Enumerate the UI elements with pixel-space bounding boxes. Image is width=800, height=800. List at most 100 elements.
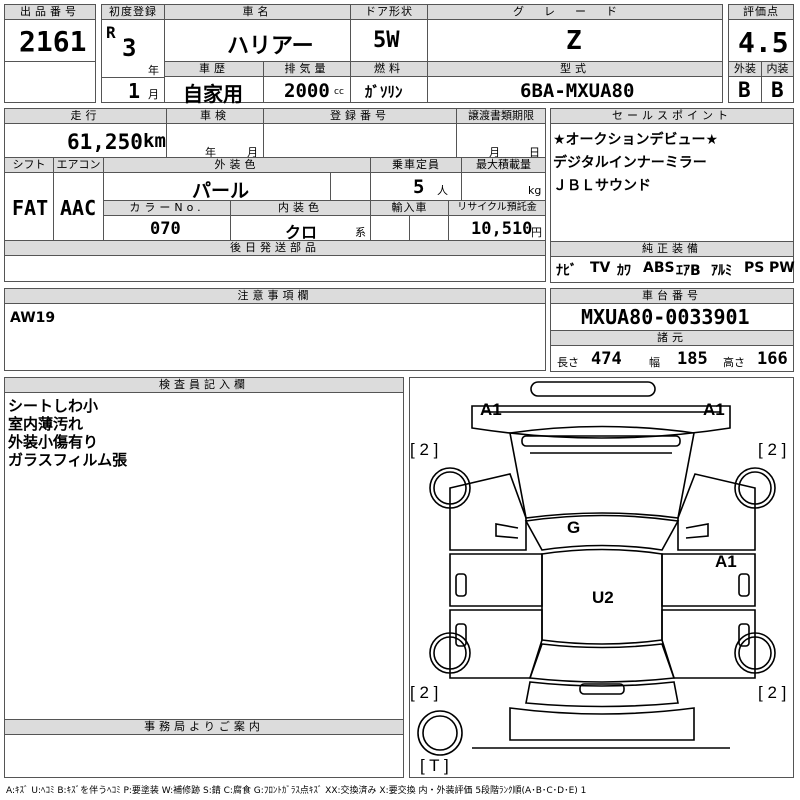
lot-no: 2161 [19,25,87,58]
plate-cell [263,123,457,158]
later-parts-label: 後日発送部品 [4,240,546,256]
equipment-label: 純正装備 [550,241,794,257]
office-cell [4,734,404,778]
chassis-cell: MXUA80-0033901 [550,303,794,331]
mileage-cell: 61,250 km [4,123,167,158]
car-name: ハリアー [227,34,314,59]
color-no-cell: 070 [103,215,231,241]
equip-ps: PS [744,260,765,276]
fuel-cell: ｶﾞｿﾘﾝ [350,76,428,103]
width-label: 幅 [649,356,660,369]
mileage: 61,250 [67,130,143,154]
legend: A:ｷｽﾞ U:ﾍｺﾐ B:ｷｽﾞを伴うﾍｺﾐ P:要塗装 W:補修跡 S:錆 … [6,786,587,796]
score: 4.5 [738,26,789,59]
inspection-label: 車検 [166,108,264,124]
era: R [106,23,116,42]
recycle: 10,510 [471,219,533,239]
ac-label: エアコン [53,157,104,173]
inspector-line-3: 外装小傷有り [8,433,99,451]
mark-right-side: A1 [715,552,737,571]
grade: Z [566,26,582,56]
grade-cell: Z [427,19,723,62]
exterior-color-label: 外装色 [103,157,371,173]
reg-year: 3 [122,34,137,62]
displacement-unit: cc [334,87,344,97]
interior-color-label: 内装色 [230,200,371,216]
capacity: 5 [413,176,425,198]
exterior-cell: B [728,76,762,103]
notes-cell: AW19 [4,303,546,371]
lot-no-cell: 2161 [4,19,96,62]
history-label: 車歴 [164,61,264,77]
transfer-day-unit: 日 [529,146,540,159]
inspector-line-1: シートしわ小 [8,397,99,415]
color-no-label: カラーNo. [103,200,231,216]
inspector-cell: シートしわ小 室内薄汚れ 外装小傷有り ガラスフィルム張 [4,392,404,720]
lot-no-label: 出品番号 [4,4,96,20]
reg-month: 1 [128,79,141,103]
transfer-label: 譲渡書類期限 [456,108,546,124]
interior-grade: B [771,78,784,102]
import-label: 輸入車 [370,200,449,216]
history-cell: 自家用 [164,76,264,106]
import-cell-b [409,215,449,241]
capacity-label: 乗車定員 [370,157,462,173]
shift: FAT [12,196,49,220]
first-reg-label: 初度登録 [101,4,165,20]
grade-label: グレード [427,4,723,20]
model-cell: 6BA-MXUA80 [427,76,723,103]
inspection-year-unit: 年 [205,146,216,159]
exterior-grade: B [738,78,751,102]
capacity-cell: 5 人 [370,172,462,201]
chassis-label: 車台番号 [550,288,794,304]
car-diagram-svg [417,381,776,756]
max-load-label: 最大積載量 [461,157,546,173]
inspection-month-unit: 月 [247,146,258,159]
mark-windshield: G [567,518,581,537]
later-parts-cell [4,255,546,282]
height-label: 高さ [723,356,745,369]
reg-month-unit: 月 [148,88,159,101]
mileage-unit: km [143,130,166,152]
mark-spare: [ T ] [420,756,449,775]
equip-pw: PW [769,260,795,276]
ac-cell: AAC [53,172,104,241]
mark-right-front-wheel: [ 2 ] [758,440,787,459]
inspector-line-2: 室内薄汚れ [8,415,84,433]
mark-left-rear-wheel: [ 2 ] [410,683,439,702]
selling-point-3: ＪＢＬサウンド [553,178,651,194]
import-cell-a [370,215,410,241]
mileage-label: 走行 [4,108,167,124]
interior-color: クロ [285,223,318,242]
equip-tv: TV [590,260,611,276]
car-name-label: 車名 [164,4,351,20]
inspection-cell: 年 月 [166,123,264,159]
selling-points-label: セールスポイント [550,108,794,124]
interior-color-unit: 系 [355,226,366,239]
selling-point-2: デジタルインナーミラー [553,155,707,171]
equip-abs: ABS [643,260,675,276]
model: 6BA-MXUA80 [520,80,635,102]
notes-label: 注意事項欄 [4,288,546,304]
recycle-cell: 10,510 円 [448,215,546,241]
displacement-cell: 2000 cc [263,76,351,103]
equip-navi: ﾅﾋﾞ [556,263,577,279]
inspector-label: 検査員記入欄 [4,377,404,393]
width: 185 [677,349,708,369]
model-label: 型式 [427,61,723,77]
inspector-line-4: ガラスフィルム張 [8,451,128,469]
mark-left-front-wheel: [ 2 ] [410,440,439,459]
transfer-month-unit: 月 [489,146,500,159]
plate-label: 登録番号 [263,108,457,124]
first-reg-cell: R 3 年 [101,19,165,78]
recycle-label: リサイクル預託金 [448,200,546,216]
exterior-color-cell: パール [103,172,331,202]
fuel: ｶﾞｿﾘﾝ [365,83,403,101]
notes-text: AW19 [10,310,56,326]
transfer-cell: 月 日 [456,123,546,159]
score-label: 評価点 [728,4,794,20]
equip-alloy: ｱﾙﾐ [711,263,732,279]
length: 474 [591,349,622,369]
car-name-cell: ハリアー [164,19,351,62]
color-no: 070 [150,219,181,239]
